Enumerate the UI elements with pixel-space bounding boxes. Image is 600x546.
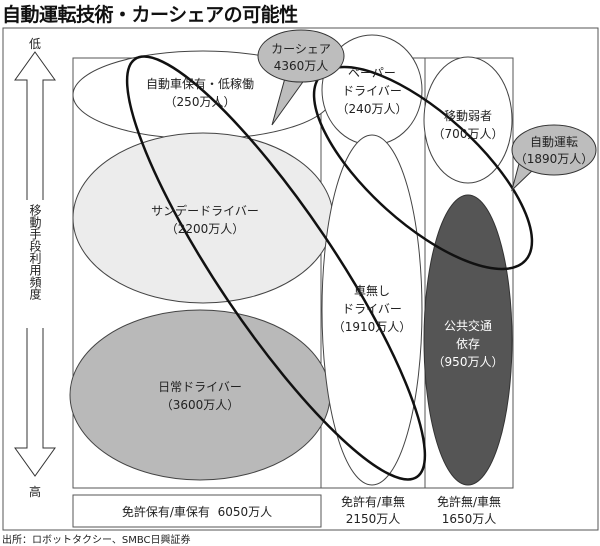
callout-carshare bbox=[257, 29, 345, 83]
carshare-count: 4360万人 bbox=[274, 59, 329, 73]
label-transit-1: 公共交通 bbox=[444, 318, 492, 333]
owners-box bbox=[72, 494, 322, 528]
license-nocar-count: 2150万人 bbox=[346, 512, 401, 526]
label-paper-1: ペーパー bbox=[348, 66, 396, 80]
outer-frame bbox=[2, 27, 599, 531]
count-low-use: （250万人） bbox=[165, 95, 236, 109]
count-nocar: （1910万人） bbox=[333, 320, 412, 334]
count-weak: （700万人） bbox=[433, 127, 504, 141]
carshare-ellipse bbox=[125, 55, 427, 481]
axis-high: 高 bbox=[29, 484, 41, 499]
count-sunday: （2200万人） bbox=[166, 222, 245, 236]
label-daily: 日常ドライバー bbox=[158, 380, 242, 394]
nolicense-nocar-count: 1650万人 bbox=[442, 512, 497, 526]
count-paper: （240万人） bbox=[337, 102, 408, 116]
source-note: 出所：ロボットタクシー、SMBC日興証券 bbox=[2, 535, 191, 546]
autonomous-label: 自動運転 bbox=[530, 135, 578, 149]
callout-autonomous bbox=[511, 124, 597, 176]
nolicense-nocar-label: 免許無/車無 bbox=[437, 494, 501, 509]
label-sunday: サンデードライバー bbox=[151, 203, 259, 218]
ellipse-nocar bbox=[321, 134, 423, 486]
axis-label: 移動手段利用頻度 bbox=[28, 204, 42, 300]
ellipse-sunday bbox=[72, 132, 334, 304]
count-daily: （3600万人） bbox=[161, 398, 240, 412]
axis-low: 低 bbox=[29, 37, 41, 51]
label-transit-2: 依存 bbox=[456, 336, 480, 351]
label-weak: 移動弱者 bbox=[444, 109, 492, 123]
license-nocar-label: 免許有/車無 bbox=[341, 494, 405, 509]
chart-title: 自動運転技術・カーシェアの可能性 bbox=[2, 4, 298, 26]
label-nocar-1: 車無し bbox=[354, 283, 390, 298]
ellipse-weak bbox=[423, 56, 513, 184]
autonomous-count: （1890万人） bbox=[515, 152, 594, 166]
carshare-label: カーシェア bbox=[271, 42, 331, 56]
owners-label: 免許保有/車保有 6050万人 bbox=[122, 504, 272, 519]
label-paper-2: ドライバー bbox=[342, 84, 402, 98]
ellipse-daily bbox=[69, 309, 331, 481]
label-nocar-2: ドライバー bbox=[342, 302, 402, 316]
count-transit: （950万人） bbox=[433, 355, 504, 369]
label-low-use: 自動車保有・低稼働 bbox=[146, 76, 254, 91]
